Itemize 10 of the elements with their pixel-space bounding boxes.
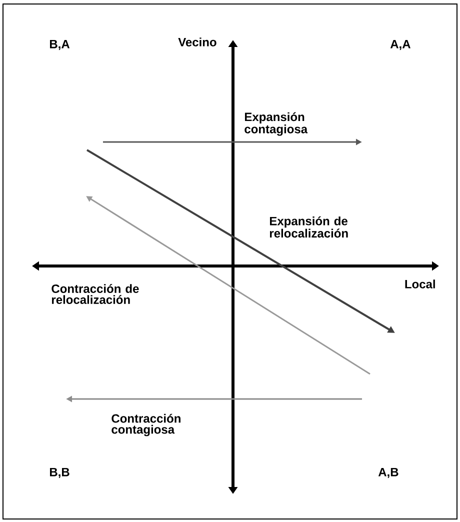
quadrant-label: A,A bbox=[390, 40, 410, 50]
arrow-label: Expansión de relocalización bbox=[270, 216, 348, 238]
axis-label: Local bbox=[405, 280, 435, 288]
arrow-label: Contracción de relocalización bbox=[52, 284, 139, 304]
quadrant-label: A,B bbox=[378, 468, 398, 478]
arrow-label: Expansión contagiosa bbox=[244, 112, 308, 136]
arrow-label: Contracción contagiosa bbox=[112, 414, 180, 436]
quadrant-label: B,A bbox=[50, 40, 70, 50]
axis-label: Vecino bbox=[178, 38, 216, 46]
quadrant-label: B,B bbox=[50, 468, 70, 478]
